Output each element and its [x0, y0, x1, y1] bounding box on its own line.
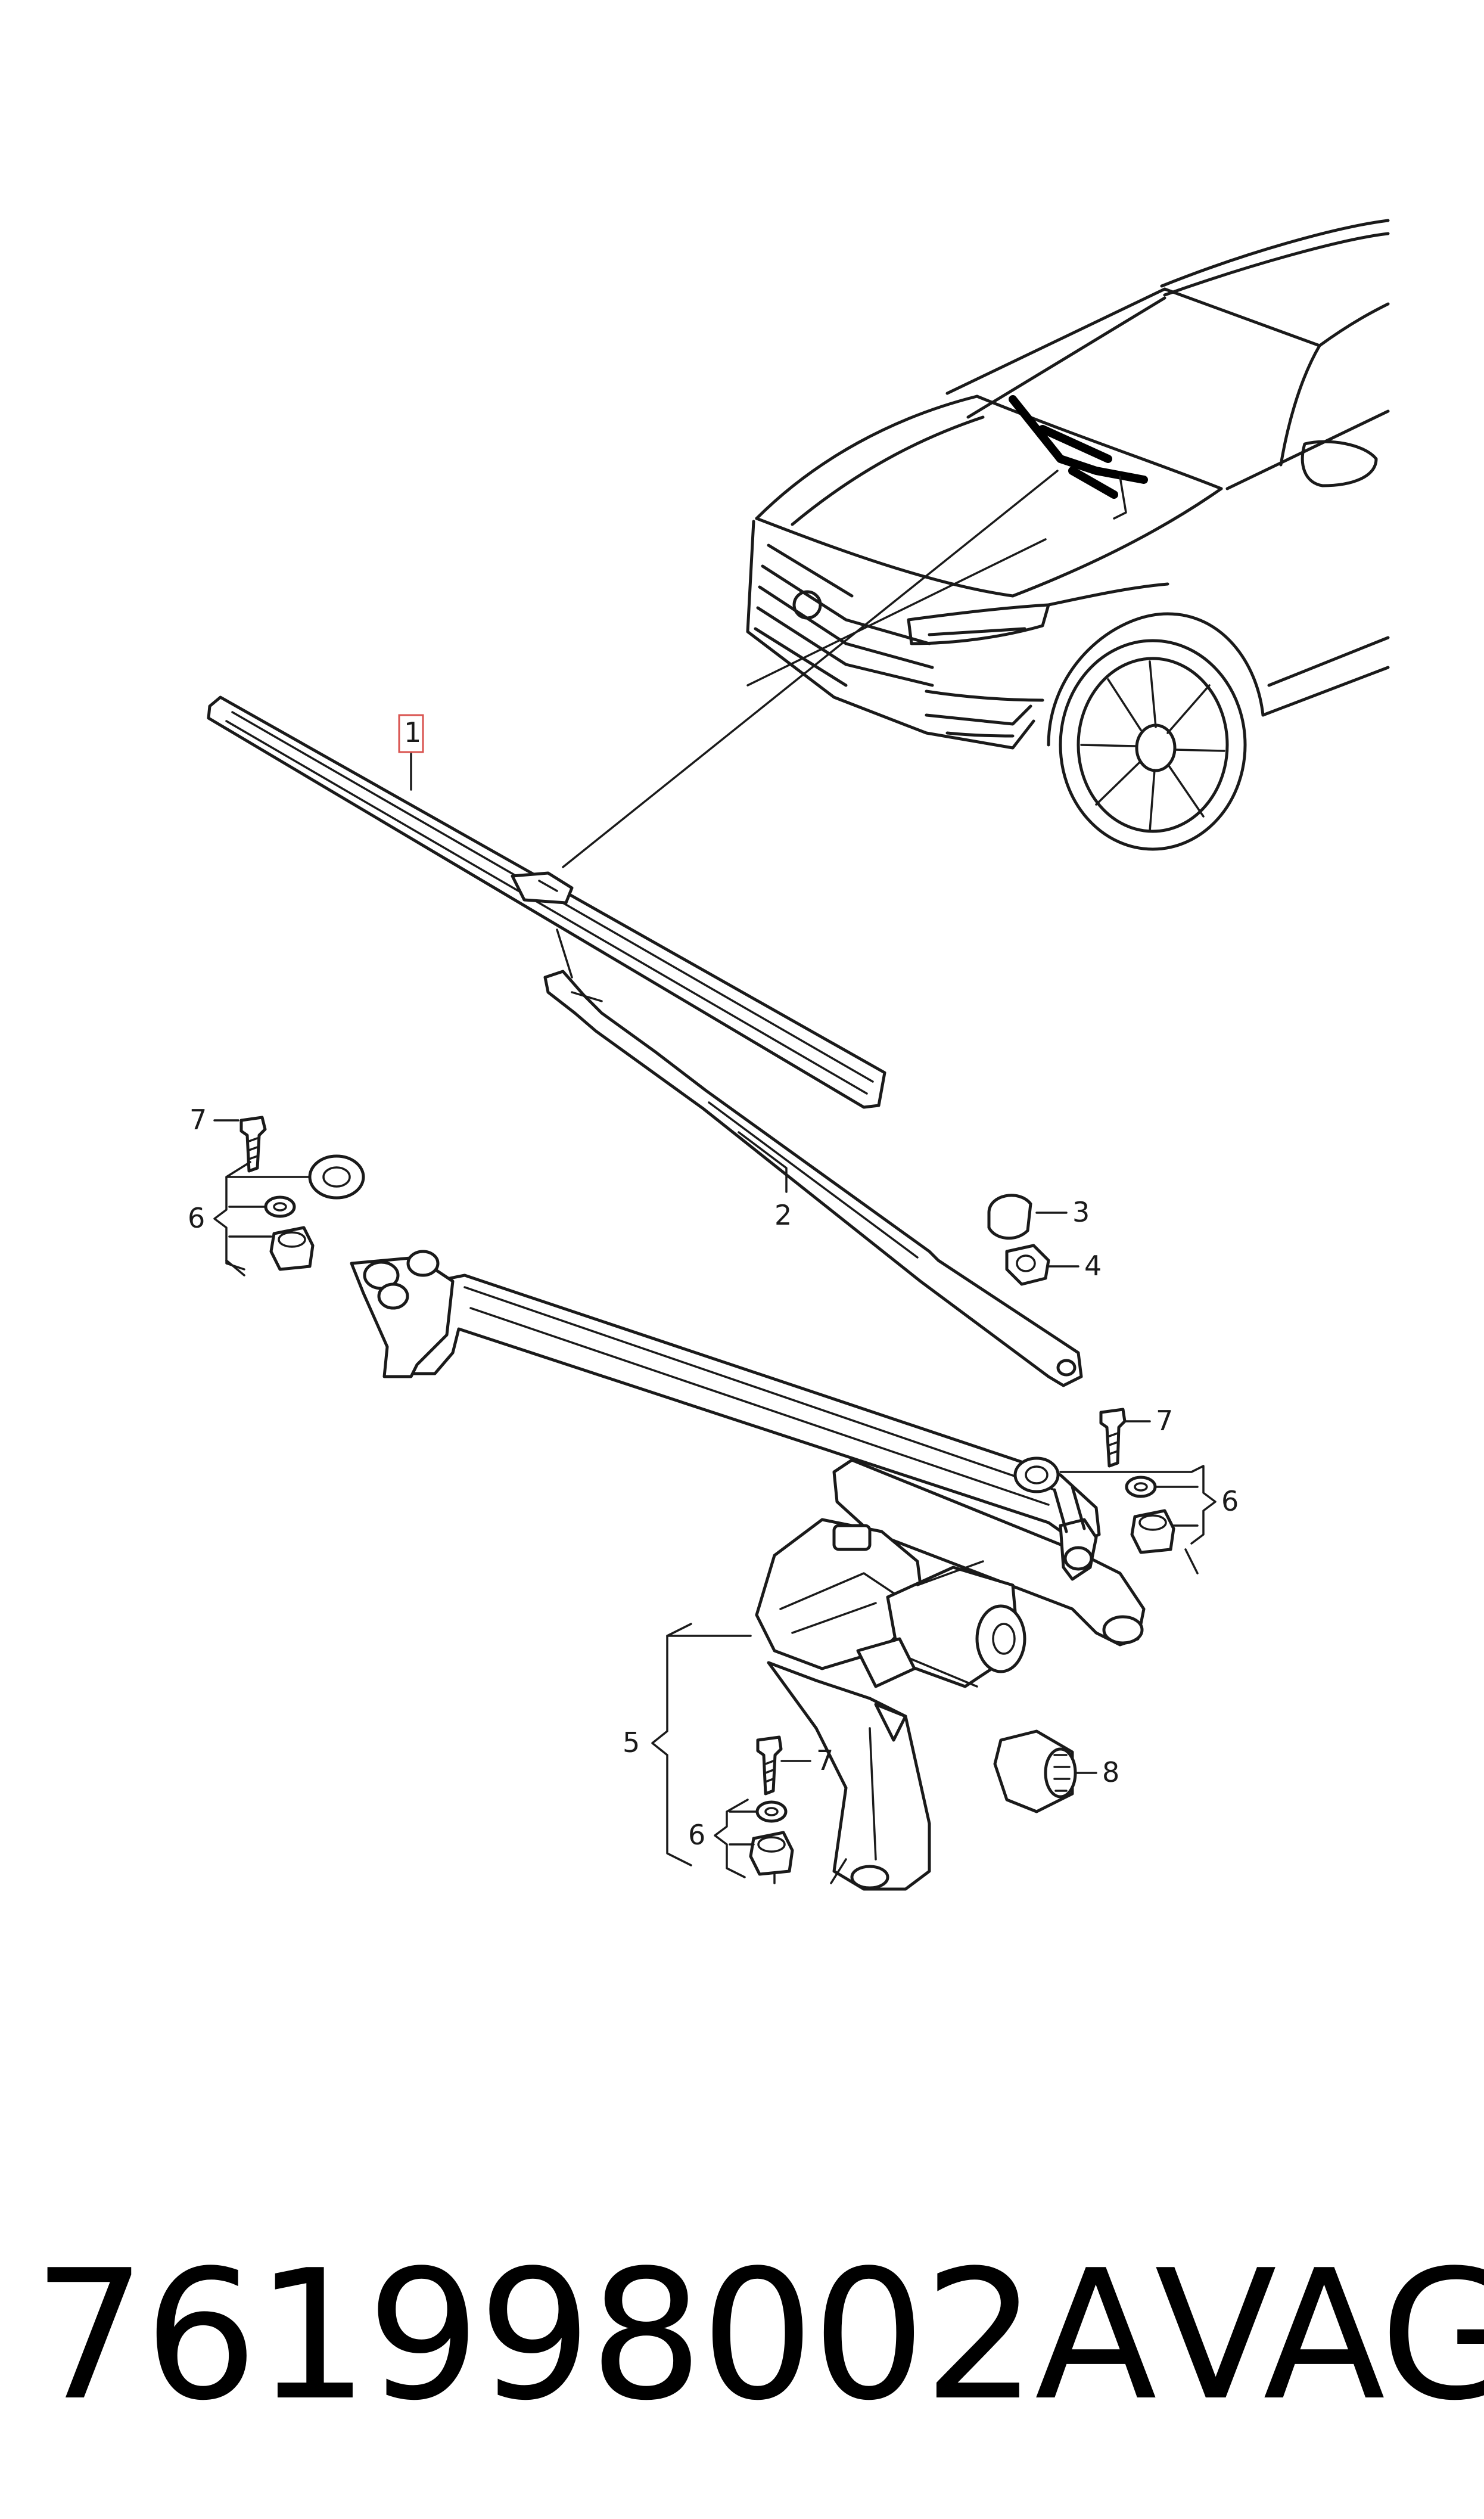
callout-6-lower: 6 [688, 1819, 705, 1851]
callout-4: 4 [1084, 1250, 1102, 1282]
fastener-set-left [239, 1116, 365, 1271]
callout-6-right: 6 [1221, 1485, 1239, 1517]
wiper-linkage [350, 1250, 1146, 1647]
vehicle-illustration [746, 219, 1390, 851]
cap-part [987, 1194, 1032, 1240]
brand-label: VAG [1155, 2232, 1484, 2440]
callout-5: 5 [623, 1726, 640, 1759]
part-number: 761998002A [33, 2232, 1157, 2440]
callout-6-left: 6 [188, 1202, 205, 1234]
nut-part [1005, 1244, 1050, 1286]
callout-1-highlight-box [398, 714, 424, 753]
callout-7-right: 7 [1156, 1405, 1173, 1437]
wiper-motor [755, 1518, 1026, 1891]
fastener-set-lower [749, 1735, 794, 1876]
callout-leaders [213, 714, 1217, 1884]
wiper-arm [543, 970, 1083, 1387]
rubber-plug [993, 1729, 1077, 1813]
leader-line [562, 470, 1059, 868]
callout-1: 1 [404, 716, 421, 748]
footer: 761998002A VAG [33, 2232, 1484, 2440]
fastener-set-right [1099, 1408, 1175, 1554]
callout-labels: 1 2 3 4 5 6 6 6 7 7 7 8 [188, 716, 1239, 1851]
callout-7-left: 7 [189, 1104, 207, 1136]
callout-7-lower: 7 [816, 1744, 833, 1776]
callout-2: 2 [774, 1199, 792, 1231]
leader-line [746, 538, 1047, 687]
callout-8: 8 [1102, 1756, 1119, 1788]
callout-3: 3 [1072, 1196, 1090, 1228]
wiper-blade [207, 695, 886, 1109]
